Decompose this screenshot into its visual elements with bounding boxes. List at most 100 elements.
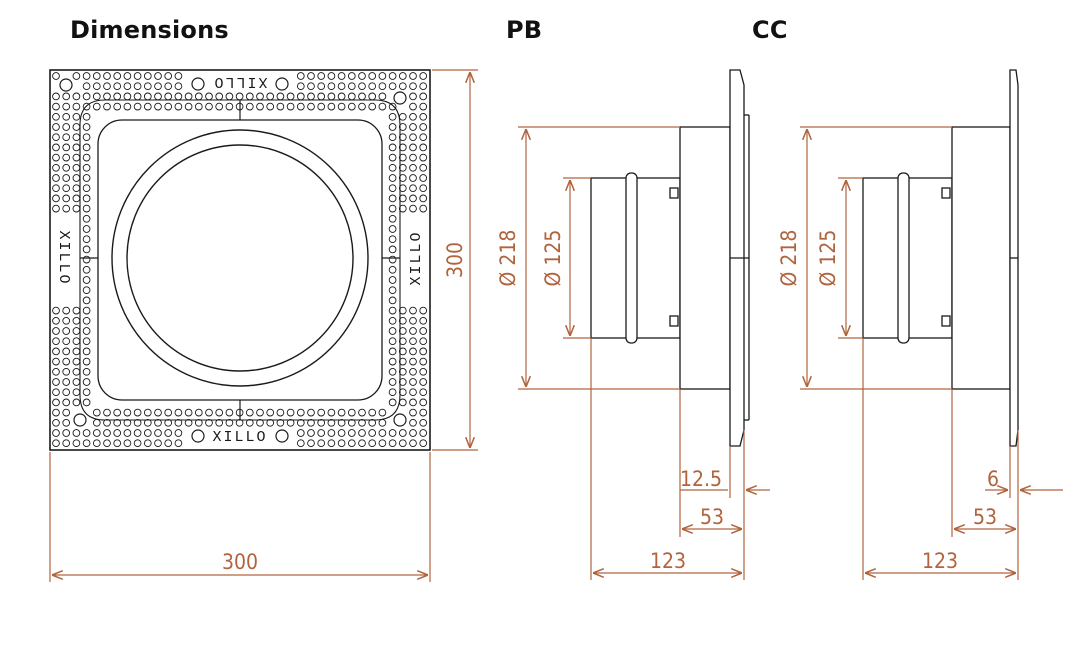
perforation-hole bbox=[337, 92, 346, 101]
height-300-label: 300 bbox=[443, 242, 467, 278]
perforation-hole bbox=[103, 408, 111, 417]
perforation-hole bbox=[82, 316, 91, 325]
perforation-hole bbox=[194, 418, 203, 427]
perforation-hole bbox=[398, 153, 407, 162]
perforation-hole bbox=[368, 418, 377, 427]
cc-bolt bbox=[941, 187, 951, 199]
perforation-hole bbox=[174, 82, 183, 91]
perforation-hole bbox=[388, 194, 397, 203]
perforation-hole bbox=[215, 102, 224, 111]
perforation-hole bbox=[388, 306, 397, 315]
perforation-hole bbox=[62, 174, 71, 182]
perforation-hole bbox=[62, 439, 71, 448]
perforation-hole bbox=[398, 194, 407, 203]
perforation-hole bbox=[52, 163, 60, 172]
perforation-hole bbox=[378, 418, 387, 427]
perforation-hole bbox=[62, 102, 71, 111]
perforation-hole bbox=[52, 143, 60, 152]
perforation-hole bbox=[266, 408, 275, 417]
perforation-hole bbox=[419, 72, 428, 80]
width-300-label: 300 bbox=[222, 550, 258, 574]
perforation-hole bbox=[388, 245, 397, 254]
cc-clamp-band bbox=[897, 172, 910, 344]
perforation-hole bbox=[398, 184, 407, 193]
perforation-hole bbox=[52, 408, 60, 417]
perforation-hole bbox=[82, 306, 91, 315]
perforation-hole bbox=[296, 82, 305, 91]
pb-outer-diameter-label: Ø 218 bbox=[496, 230, 520, 287]
perforation-hole bbox=[388, 153, 397, 162]
front-view-plate: XILLO XILLO XILLO XILLO bbox=[49, 69, 431, 451]
perforation-hole bbox=[358, 439, 366, 448]
perforation-hole bbox=[419, 418, 428, 427]
perforation-hole bbox=[194, 408, 203, 417]
cc-body bbox=[951, 126, 1011, 390]
perforation-hole bbox=[419, 357, 428, 366]
perforation-hole bbox=[388, 123, 397, 131]
perforation-hole bbox=[225, 102, 234, 111]
perforation-hole bbox=[62, 123, 71, 131]
perforation-hole bbox=[62, 112, 71, 121]
cc-bolt bbox=[941, 315, 951, 327]
perforation-hole bbox=[409, 408, 417, 417]
perforation-hole bbox=[388, 357, 397, 366]
screw-icon bbox=[59, 78, 73, 92]
perforation-hole bbox=[347, 408, 356, 417]
perforation-hole bbox=[307, 439, 315, 448]
perforation-hole bbox=[347, 429, 356, 437]
perforation-hole bbox=[72, 398, 81, 407]
perforation-hole bbox=[388, 133, 397, 142]
perforation-hole bbox=[52, 153, 60, 162]
perforation-hole bbox=[82, 245, 91, 254]
inner-ring bbox=[126, 144, 354, 372]
perforation-hole bbox=[419, 153, 428, 162]
perforation-hole bbox=[103, 418, 111, 427]
cc-inner-diameter-label: Ø 125 bbox=[816, 230, 840, 287]
perforation-hole bbox=[82, 204, 91, 213]
screw-icon bbox=[73, 413, 87, 427]
perforation-hole bbox=[398, 123, 407, 131]
perforation-hole bbox=[82, 82, 91, 91]
perforation-hole bbox=[72, 184, 81, 193]
perforation-hole bbox=[113, 418, 122, 427]
perforation-hole bbox=[398, 378, 407, 386]
perforation-hole bbox=[388, 429, 397, 437]
perforation-hole bbox=[409, 316, 417, 325]
perforation-hole bbox=[307, 429, 315, 437]
perforation-hole bbox=[276, 408, 285, 417]
perforation-hole bbox=[398, 347, 407, 356]
perforation-hole bbox=[409, 337, 417, 346]
perforation-hole bbox=[72, 153, 81, 162]
perforation-hole bbox=[419, 102, 428, 111]
perforation-hole bbox=[62, 153, 71, 162]
cc-flange-thickness-label: 6 bbox=[987, 467, 999, 491]
pb-body-depth-label: 53 bbox=[700, 505, 724, 529]
perforation-hole bbox=[398, 133, 407, 142]
perforation-hole bbox=[82, 112, 91, 121]
perforation-hole bbox=[72, 357, 81, 366]
perforation-hole bbox=[266, 418, 275, 427]
perforation-hole bbox=[82, 398, 91, 407]
perforation-hole bbox=[337, 418, 346, 427]
perforation-hole bbox=[409, 357, 417, 366]
perforation-hole bbox=[62, 398, 71, 407]
perforation-hole bbox=[174, 439, 183, 448]
perforation-hole bbox=[52, 133, 60, 142]
perforation-hole bbox=[409, 174, 417, 182]
perforation-hole bbox=[82, 174, 91, 182]
perforation-hole bbox=[154, 418, 162, 427]
pb-inner-diameter-label: Ø 125 bbox=[541, 230, 565, 287]
perforation-hole bbox=[388, 214, 397, 223]
perforation-hole bbox=[133, 429, 142, 437]
perforation-hole bbox=[164, 408, 173, 417]
perforation-hole bbox=[113, 82, 122, 91]
perforation-hole bbox=[72, 316, 81, 325]
perforation-hole bbox=[398, 112, 407, 121]
perforation-hole bbox=[368, 429, 377, 437]
perforation-hole bbox=[52, 367, 60, 376]
perforation-hole bbox=[419, 378, 428, 386]
perforation-hole bbox=[103, 439, 111, 448]
perforation-hole bbox=[358, 408, 366, 417]
perforation-hole bbox=[409, 184, 417, 193]
perforation-hole bbox=[123, 102, 132, 111]
